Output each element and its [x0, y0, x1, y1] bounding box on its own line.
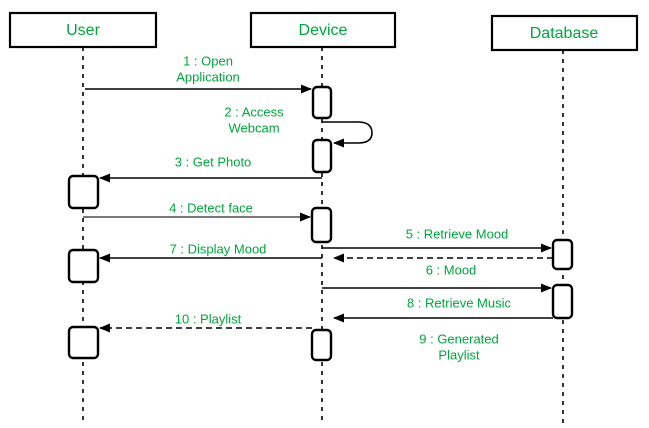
- lifeline-header-database[interactable]: Database: [490, 14, 639, 52]
- lifeline-headers: User Device Database: [8, 11, 639, 52]
- message-4-detect-face: 4 : Detect face: [83, 200, 311, 222]
- message-3-label: 3 : Get Photo: [175, 154, 252, 169]
- lifeline-header-user[interactable]: User: [8, 11, 158, 49]
- activation-bars: [67, 85, 574, 362]
- message-8-label: 8 : Retrieve Music: [407, 295, 512, 310]
- message-5-label: 5 : Retrieve Mood: [406, 226, 509, 241]
- message-6-label: 6 : Mood: [426, 262, 477, 277]
- lifeline-box-device[interactable]: [249, 11, 397, 49]
- message-9-label-line2: Playlist: [438, 347, 480, 362]
- message-5-retrieve-mood: 5 : Retrieve Mood: [322, 226, 552, 253]
- message-2-access-webcam: 2 : Access Webcam: [224, 104, 373, 148]
- message-1-label-line2: Application: [176, 69, 240, 84]
- lifeline-box-user[interactable]: [8, 11, 158, 49]
- activation-user-1[interactable]: [67, 174, 100, 210]
- activation-database-1[interactable]: [551, 238, 574, 271]
- activation-device-3[interactable]: [310, 206, 333, 244]
- message-10-playlist: 10 : Playlist: [99, 311, 312, 333]
- message-3-get-photo: 3 : Get Photo: [99, 154, 322, 183]
- activation-device-2[interactable]: [311, 138, 333, 174]
- message-6-mood: 6 : Mood: [333, 253, 553, 277]
- message-7-label: 7 : Display Mood: [170, 241, 267, 256]
- lifeline-label-device: Device: [299, 22, 348, 39]
- activation-database-2[interactable]: [551, 283, 574, 320]
- activation-device-4[interactable]: [310, 328, 333, 362]
- message-2-label-line2: Webcam: [228, 120, 279, 135]
- message-2-label-line1: 2 : Access: [224, 104, 284, 119]
- lifeline-header-device[interactable]: Device: [249, 11, 397, 49]
- message-1-label-line1: 1 : Open: [183, 53, 233, 68]
- lifeline-box-database[interactable]: [490, 14, 639, 52]
- lifeline-label-user: User: [66, 22, 100, 39]
- message-9-label-line1: 9 : Generated: [419, 331, 499, 346]
- message-8-retrieve-music: 8 : Retrieve Music: [322, 283, 552, 310]
- message-1-open-application: 1 : Open Application: [85, 53, 312, 94]
- activation-user-2[interactable]: [67, 248, 100, 284]
- message-2-line: [322, 121, 373, 148]
- activation-device-1[interactable]: [311, 85, 333, 120]
- activation-user-3[interactable]: [67, 325, 100, 360]
- lifeline-label-database: Database: [530, 25, 599, 42]
- message-7-display-mood: 7 : Display Mood: [99, 241, 322, 263]
- message-9-generated-playlist: 9 : Generated Playlist: [333, 313, 553, 362]
- message-10-label: 10 : Playlist: [175, 311, 242, 326]
- message-4-label: 4 : Detect face: [169, 200, 253, 215]
